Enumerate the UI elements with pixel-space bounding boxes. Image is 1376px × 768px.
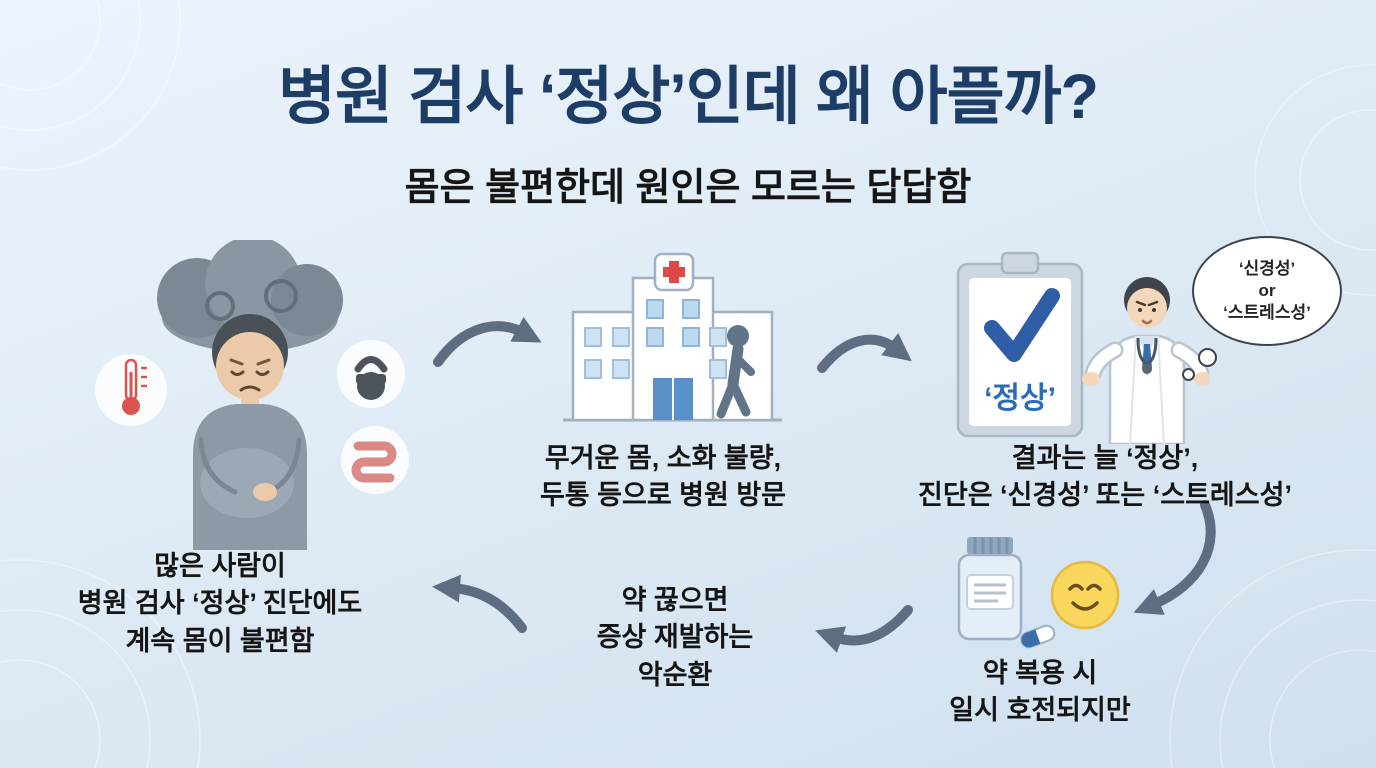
thought-bubble: ‘신경성’ or ‘스트레스성’ [1192, 236, 1342, 346]
arrow-medication-to-relapse [815, 605, 913, 653]
weight-icon [337, 340, 405, 408]
thought-bubble-text: ‘신경성’ or ‘스트레스성’ [1223, 258, 1311, 323]
smiley-face-icon [1050, 560, 1120, 630]
page-subtitle: 몸은 불편한데 원인은 모르는 답답함 [404, 167, 972, 209]
arrow-hospital-to-result [817, 333, 912, 373]
medicine-bottle-icon [957, 537, 1023, 641]
thermometer-icon [95, 354, 167, 426]
arrow-patient-to-hospital [433, 316, 542, 367]
page-title: 병원 검사 ‘정상’인데 왜 아플까? [277, 62, 1099, 132]
caption-patient: 많은 사람이 병원 검사 ‘정상’ 진단에도 계속 몸이 불편함 [77, 551, 363, 656]
result-illustration: ‘정상’ [956, 251, 1210, 444]
sick-person-figure [193, 314, 307, 550]
clipboard-check-icon: ‘정상’ [956, 251, 1084, 438]
thought-bubble-dot [1182, 368, 1195, 381]
caption-hospital-visit: 무거운 몸, 소화 불량, 두통 등으로 병원 방문 [539, 443, 787, 511]
caption-normal-result: 결과는 늘 ‘정상’, 진단은 ‘신경성’ 또는 ‘스트레스성’ [918, 443, 1292, 511]
hospital-illustration [563, 252, 782, 422]
red-cross-icon [663, 261, 685, 283]
arrow-result-to-medication [1133, 500, 1216, 615]
doctor-icon [1082, 277, 1210, 444]
storm-cloud-icon [157, 240, 343, 352]
intestine-icon [341, 426, 409, 494]
medication-illustration [957, 537, 1120, 649]
caption-medication: 약 복용 시 일시 호전되지만 [949, 658, 1131, 726]
caption-relapse-cycle: 약 끊으면 증상 재발하는 악순환 [596, 585, 754, 690]
clipboard-label: ‘정상’ [984, 382, 1056, 415]
patient-illustration [95, 240, 409, 550]
capsule-pill-icon [1020, 624, 1056, 649]
arrow-relapse-to-patient [432, 574, 527, 633]
walking-person-icon [716, 325, 755, 419]
hospital-icon [563, 252, 782, 422]
thought-bubble-dot [1198, 348, 1217, 367]
